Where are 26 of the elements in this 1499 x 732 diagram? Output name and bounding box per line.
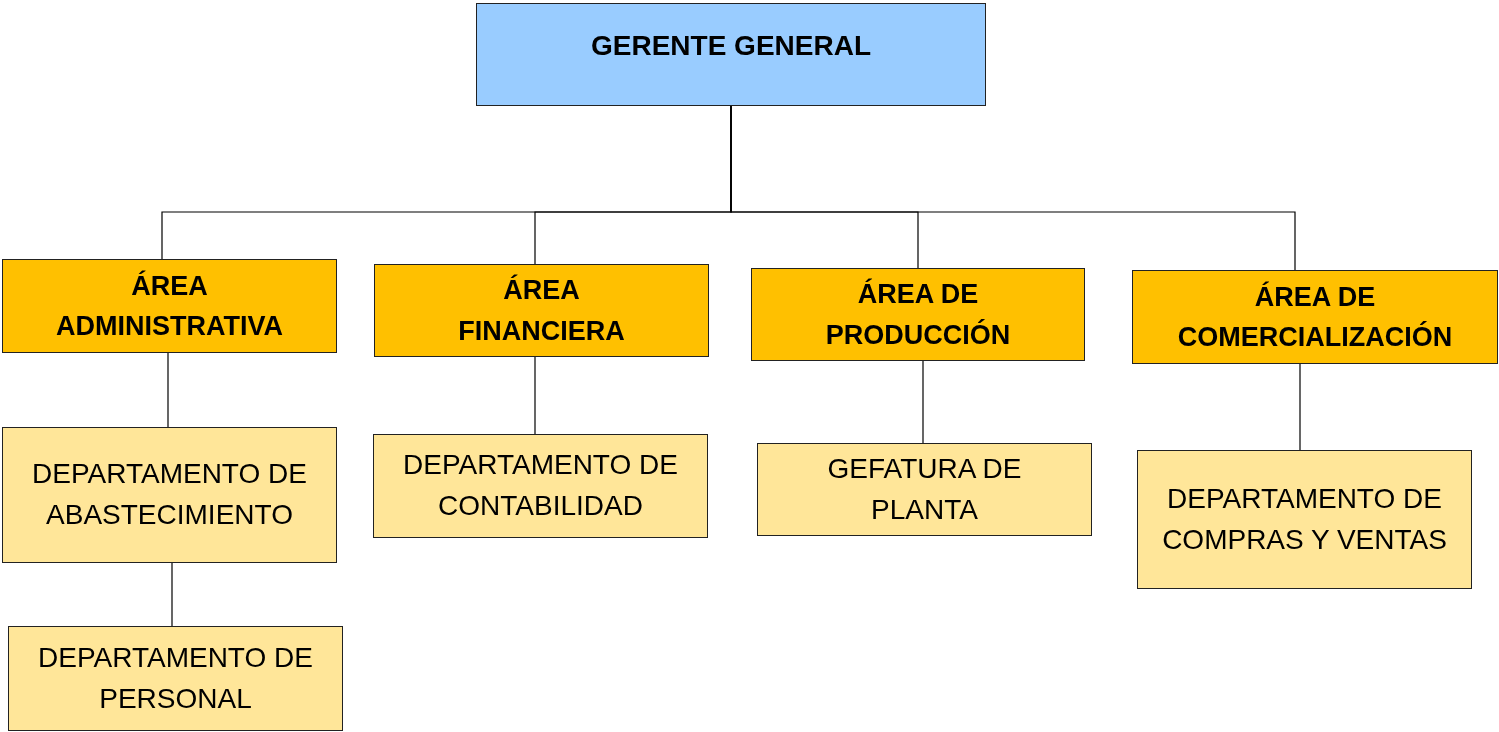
org-box bbox=[757, 443, 1092, 536]
box-label: DEPARTAMENTO DE COMPRAS Y VENTAS bbox=[1162, 481, 1447, 557]
connector-line bbox=[171, 562, 173, 627]
box-label: GERENTE GENERAL bbox=[591, 28, 871, 63]
connector-line bbox=[534, 356, 536, 435]
org-box bbox=[476, 3, 986, 106]
org-box bbox=[1132, 270, 1498, 364]
box-label: DEPARTAMENTO DE CONTABILIDAD bbox=[402, 448, 679, 523]
box-label: ÁREA DE COMERCIALIZACIÓN bbox=[1176, 280, 1454, 354]
org-box bbox=[1137, 450, 1472, 589]
box-label: ÁREA FINANCIERA bbox=[457, 273, 626, 348]
org-box bbox=[2, 259, 337, 353]
connector-line bbox=[922, 360, 924, 444]
org-box bbox=[373, 434, 708, 538]
box-label: GEFATURA DE PLANTA bbox=[826, 451, 1023, 527]
org-box bbox=[374, 264, 709, 357]
org-box bbox=[8, 626, 343, 731]
box-label: ÁREA DE PRODUCCIÓN bbox=[824, 277, 1012, 352]
org-box bbox=[751, 268, 1085, 361]
box-label: DEPARTAMENTO DE PERSONAL bbox=[37, 640, 314, 716]
org-box bbox=[2, 427, 337, 563]
connector-line bbox=[1299, 363, 1301, 451]
connector-line bbox=[730, 105, 1296, 271]
connector-line bbox=[167, 352, 169, 428]
box-label: DEPARTAMENTO DE ABASTECIMIENTO bbox=[31, 457, 308, 532]
box-label: ÁREA ADMINISTRATIVA bbox=[55, 269, 284, 343]
